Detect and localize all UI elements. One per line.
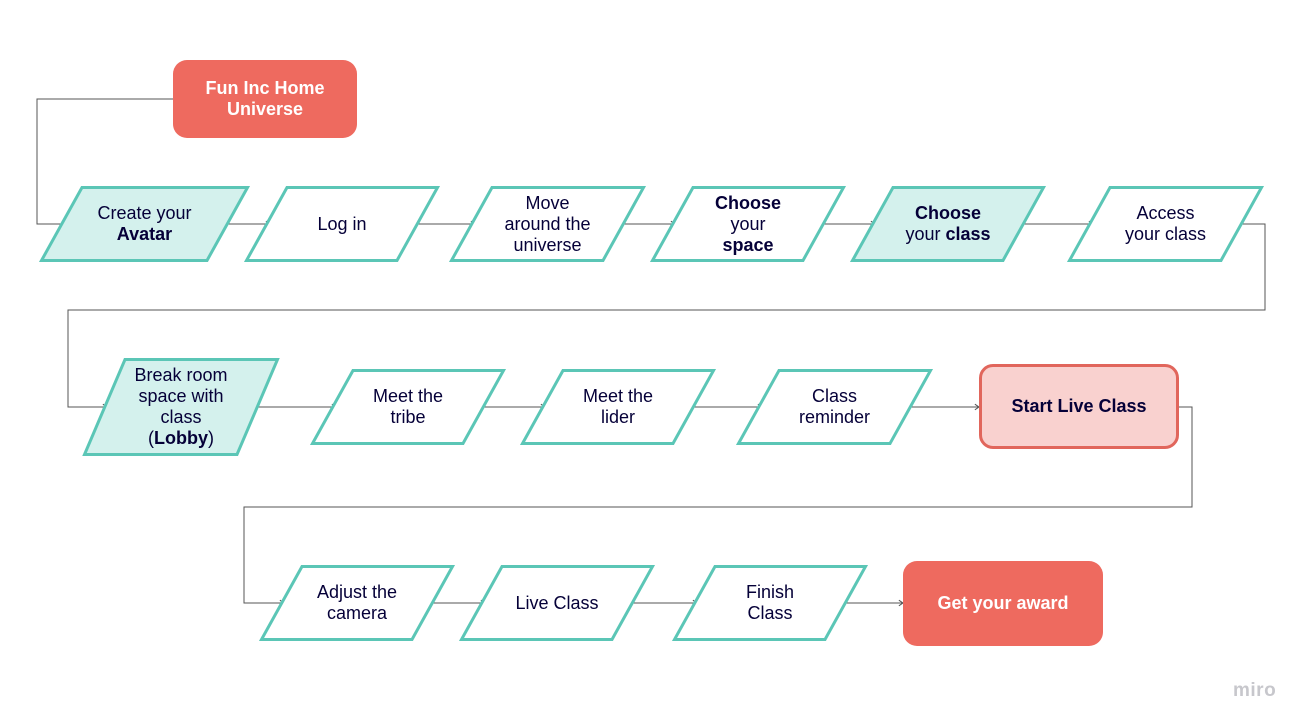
parallelogram-shape [82,358,280,456]
parallelogram-shape [519,369,717,445]
parallelogram-shape [38,186,251,262]
start-live-class-node[interactable]: Start Live Class [979,364,1179,449]
live-class-node[interactable]: Live Class [458,565,656,641]
get-award-node[interactable]: Get your award [903,561,1103,646]
start-label: Start Live Class [1011,396,1147,416]
parallelogram-shape [849,186,1047,262]
parallelogram-shape [649,186,847,262]
parallelogram-shape [448,186,647,262]
login-label: Log in [317,213,367,234]
parallelogram-shape [735,369,934,445]
parallelogram-shape [243,186,441,262]
miro-watermark: miro [1233,680,1277,701]
live-label: Live Class [515,592,599,613]
parallelogram-shape [1066,186,1265,262]
log-in-node[interactable]: Log in [243,186,441,262]
parallelogram-shape [458,565,656,641]
award-label: Get your award [937,593,1069,613]
parallelogram-shape [671,565,869,641]
parallelogram-shape [258,565,456,641]
parallelogram-shape [309,369,507,445]
